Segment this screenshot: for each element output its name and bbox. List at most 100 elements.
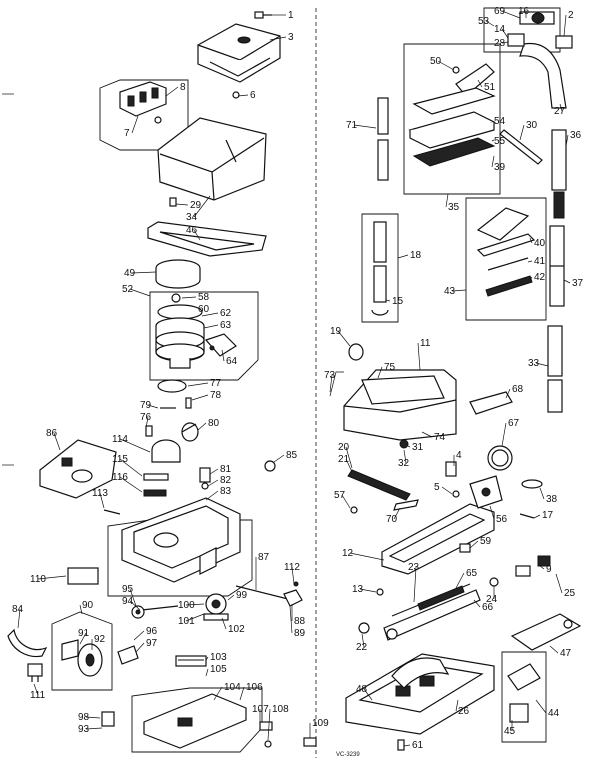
callout-label-81: 81 (220, 464, 232, 475)
callout-65: 65 (455, 568, 478, 589)
screw-part-13 (376, 588, 384, 596)
leader-line-3 (269, 36, 287, 41)
screw-part-29 (169, 197, 177, 207)
top-cover-part-3 (197, 23, 281, 83)
screw-part-108 (264, 740, 272, 748)
callout-60: 60 (198, 304, 210, 315)
callout-label-49: 49 (124, 268, 136, 279)
callout-34: 34 (186, 195, 211, 223)
pivot-part-19 (348, 343, 364, 361)
callout-label-112: 112 (284, 562, 300, 573)
callout-label-3: 3 (288, 32, 294, 43)
leader-line-79 (147, 404, 159, 409)
leader-line-29 (175, 203, 189, 206)
leader-line-8 (165, 86, 179, 97)
callout-label-19: 19 (330, 326, 342, 337)
leader-line-89 (289, 605, 293, 634)
callout-label-46: 46 (186, 225, 198, 236)
leader-line-78 (191, 394, 209, 401)
callout-85: 85 (273, 450, 298, 463)
leader-line-65 (455, 572, 465, 589)
callout-100: 100 (178, 600, 205, 611)
leader-line-85 (273, 454, 285, 463)
leader-line-27 (559, 103, 563, 112)
motor-part-62 (155, 293, 205, 369)
callout-label-65: 65 (466, 568, 478, 579)
leader-line-103 (205, 656, 209, 661)
leader-line-116 (119, 476, 143, 493)
callout-115: 115 (112, 454, 143, 477)
callout-label-15: 15 (392, 296, 404, 307)
callout-81: 81 (209, 464, 232, 475)
screw-part-57 (350, 506, 358, 514)
nut-part-32 (399, 439, 409, 449)
leader-line-86 (53, 432, 61, 451)
leader-line-13 (359, 588, 377, 593)
screw-part-61 (397, 739, 405, 751)
callout-label-99: 99 (236, 590, 248, 601)
callout-label-2: 2 (568, 10, 574, 21)
screw-part-50 (452, 66, 460, 74)
callout-40: 40 (529, 237, 546, 249)
callout-label-103: 103 (210, 652, 227, 663)
callout-56: 56 (489, 505, 508, 525)
callout-86: 86 (46, 428, 61, 451)
leader-line-104 (213, 686, 223, 701)
callout-108: 108 (267, 704, 289, 741)
bracket-part-97 (117, 645, 139, 665)
small-tool-group-box (465, 197, 547, 321)
callout-39: 39 (491, 155, 506, 173)
callout-31: 31 (407, 442, 424, 453)
callout-5: 5 (434, 482, 453, 495)
callout-label-83: 83 (220, 486, 232, 497)
callout-label-105: 105 (210, 664, 227, 675)
leader-line-76 (145, 416, 149, 429)
callout-7: 7 (124, 115, 139, 139)
callout-label-17: 17 (542, 510, 554, 521)
leader-line-102 (221, 617, 227, 630)
callout-41: 41 (527, 256, 546, 267)
rod-part-94 (141, 605, 179, 611)
leader-line-34 (193, 195, 211, 218)
callout-label-35: 35 (448, 202, 460, 213)
callout-59: 59 (469, 536, 492, 549)
callout-label-52: 52 (122, 284, 134, 295)
callout-label-88: 88 (294, 616, 306, 627)
leader-line-23 (413, 566, 417, 603)
screw-part-17 (519, 513, 535, 519)
callout-label-37: 37 (572, 278, 584, 289)
leader-line-71 (353, 124, 377, 129)
clip-part-98 (101, 711, 115, 727)
callout-label-44: 44 (548, 708, 560, 719)
motor-pulley-part-56 (469, 475, 503, 509)
callout-74: 74 (421, 431, 446, 443)
leader-line-98 (85, 716, 101, 719)
switch-part-7 (119, 81, 167, 117)
callout-102: 102 (221, 617, 245, 635)
callout-9: 9 (539, 564, 552, 575)
callout-67: 67 (501, 418, 520, 447)
leader-line-5 (441, 486, 453, 495)
screw-part-1 (254, 11, 272, 19)
callout-label-38: 38 (546, 494, 558, 505)
callout-label-94: 94 (122, 596, 134, 607)
callout-18: 18 (397, 250, 422, 261)
leader-line-17 (533, 514, 541, 519)
callout-1: 1 (272, 10, 294, 21)
leader-line-22 (361, 633, 365, 648)
callout-52: 52 (122, 284, 151, 297)
callout-94: 94 (122, 596, 141, 611)
upholstery-tool-part-40 (476, 207, 536, 257)
leader-line-32 (403, 449, 407, 464)
leader-line-95 (129, 588, 137, 607)
callout-label-55: 55 (494, 136, 506, 147)
latch-part-81 (199, 467, 211, 490)
spring-part-70 (393, 499, 419, 511)
leader-line-81 (209, 468, 219, 475)
wheel-part-92 (61, 639, 103, 677)
callout-32: 32 (398, 449, 410, 469)
callout-label-8: 8 (180, 82, 186, 93)
callout-label-71: 71 (346, 120, 358, 131)
callout-label-110: 110 (30, 574, 46, 585)
